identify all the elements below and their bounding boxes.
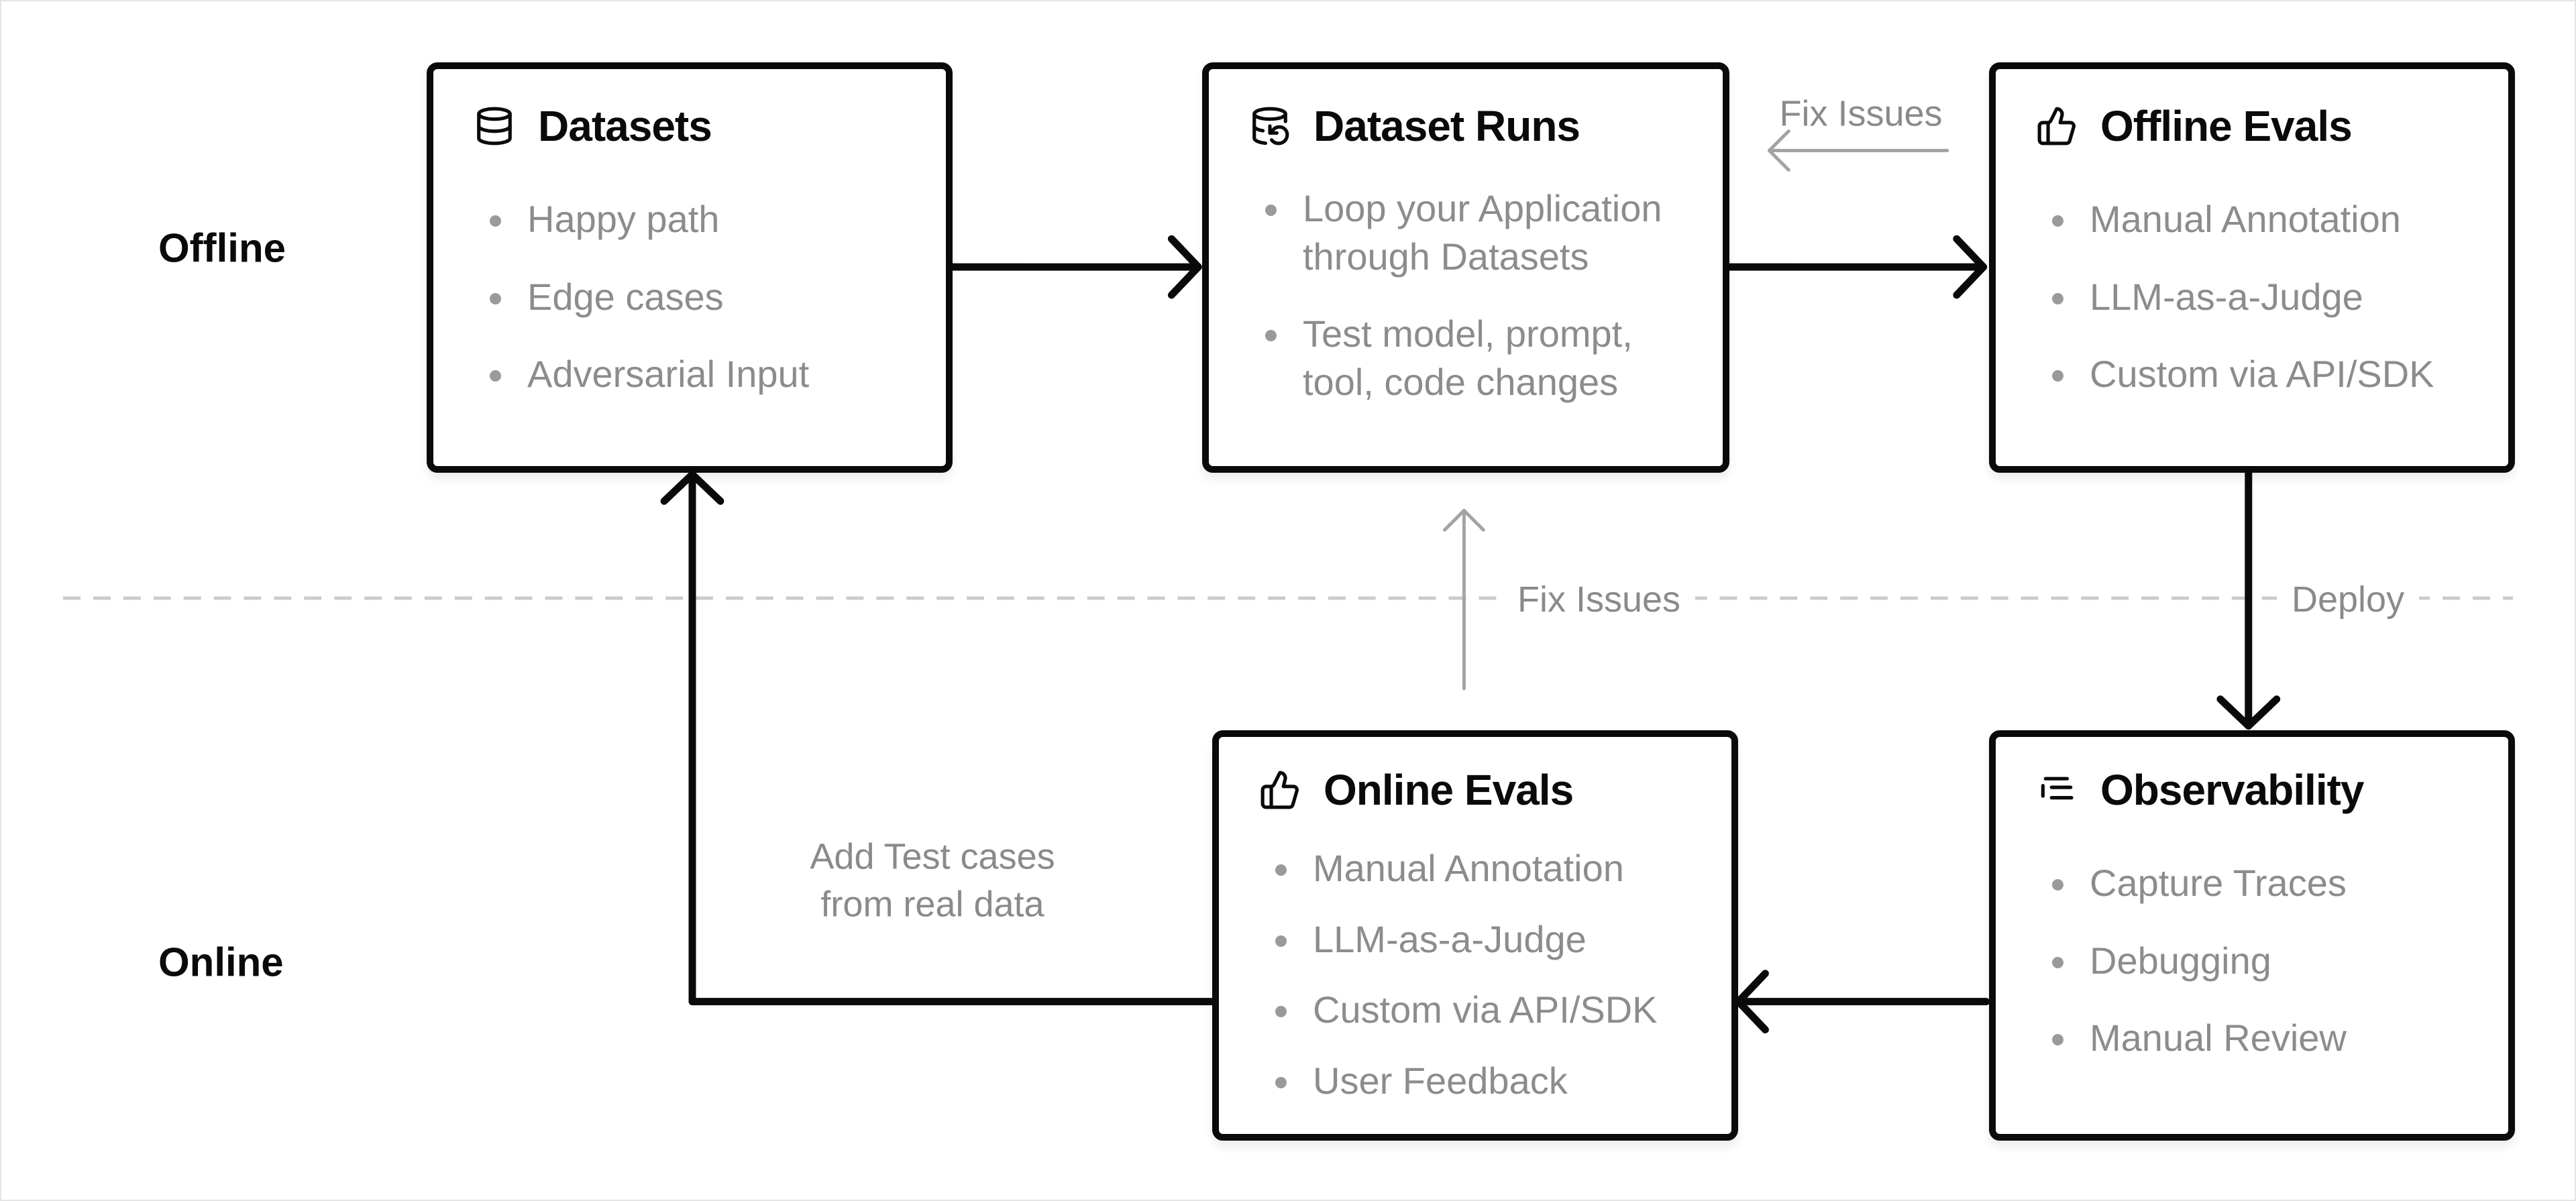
box-title: Observability — [2100, 766, 2364, 814]
box-title: Dataset Runs — [1313, 102, 1580, 150]
bullet-list: Manual Annotation LLM-as-a-Judge Custom … — [1259, 844, 1694, 1105]
arrow-online-evals-to-datasets — [660, 470, 1215, 1006]
box-offline-evals: Offline Evals Manual Annotation LLM-as-a… — [1989, 62, 2515, 473]
arrow-dataset-runs-to-offline-evals — [1723, 235, 1988, 299]
bullet-item: Manual Annotation — [2048, 195, 2471, 243]
bullet-item: Custom via API/SDK — [1271, 986, 1694, 1034]
bullet-item: Test model, prompt, tool, code changes — [1261, 310, 1685, 406]
box-observability: Observability Capture Traces Debugging M… — [1989, 730, 2515, 1141]
bullet-item: Custom via API/SDK — [2048, 350, 2471, 398]
logs-icon — [2036, 769, 2078, 811]
bullet-item: LLM-as-a-Judge — [1271, 915, 1694, 964]
thumbs-up-icon — [2036, 105, 2078, 147]
box-title: Offline Evals — [2100, 102, 2353, 150]
box-dataset-runs: Dataset Runs Loop your Application throu… — [1202, 62, 1729, 473]
box-online-evals: Online Evals Manual Annotation LLM-as-a-… — [1212, 730, 1738, 1141]
bullet-item: Manual Annotation — [1271, 844, 1694, 893]
add-test-cases-label: Add Test cases from real data — [810, 836, 1055, 925]
arrow-datasets-to-dataset-runs — [948, 235, 1202, 299]
bullet-item: Adversarial Input — [486, 350, 908, 398]
bullet-item: Capture Traces — [2048, 859, 2471, 907]
fix-issues-top-label: Fix Issues — [1779, 93, 1943, 134]
bullet-list: Capture Traces Debugging Manual Review — [2036, 859, 2471, 1062]
bullet-list: Loop your Application through Datasets T… — [1249, 184, 1685, 406]
bullet-item: Loop your Application through Datasets — [1261, 184, 1685, 280]
deploy-label: Deploy — [2277, 579, 2420, 620]
bullet-item: User Feedback — [1271, 1057, 1694, 1105]
fix-issues-mid-arrow — [1442, 508, 1485, 691]
bullet-item: Debugging — [2048, 937, 2471, 985]
bullet-item: LLM-as-a-Judge — [2048, 273, 2471, 321]
online-lane-label: Online — [158, 939, 284, 985]
bullet-item: Edge cases — [486, 273, 908, 321]
arrow-offline-evals-to-observability — [2216, 467, 2281, 730]
bullet-list: Happy path Edge cases Adversarial Input — [474, 195, 908, 398]
box-title: Online Evals — [1324, 766, 1574, 814]
arrow-observability-to-online-evals — [1735, 970, 1990, 1034]
fix-issues-mid-label: Fix Issues — [1503, 579, 1696, 620]
box-datasets: Datasets Happy path Edge cases Adversari… — [427, 62, 953, 473]
box-title: Datasets — [538, 102, 712, 150]
bullet-item: Happy path — [486, 195, 908, 243]
bullet-item: Manual Review — [2048, 1014, 2471, 1062]
fix-issues-top-arrow — [1767, 129, 1949, 172]
database-icon — [474, 105, 515, 147]
bullet-list: Manual Annotation LLM-as-a-Judge Custom … — [2036, 195, 2471, 398]
thumbs-up-icon — [1259, 769, 1301, 811]
database-refresh-icon — [1249, 105, 1291, 147]
offline-lane-label: Offline — [158, 225, 286, 271]
